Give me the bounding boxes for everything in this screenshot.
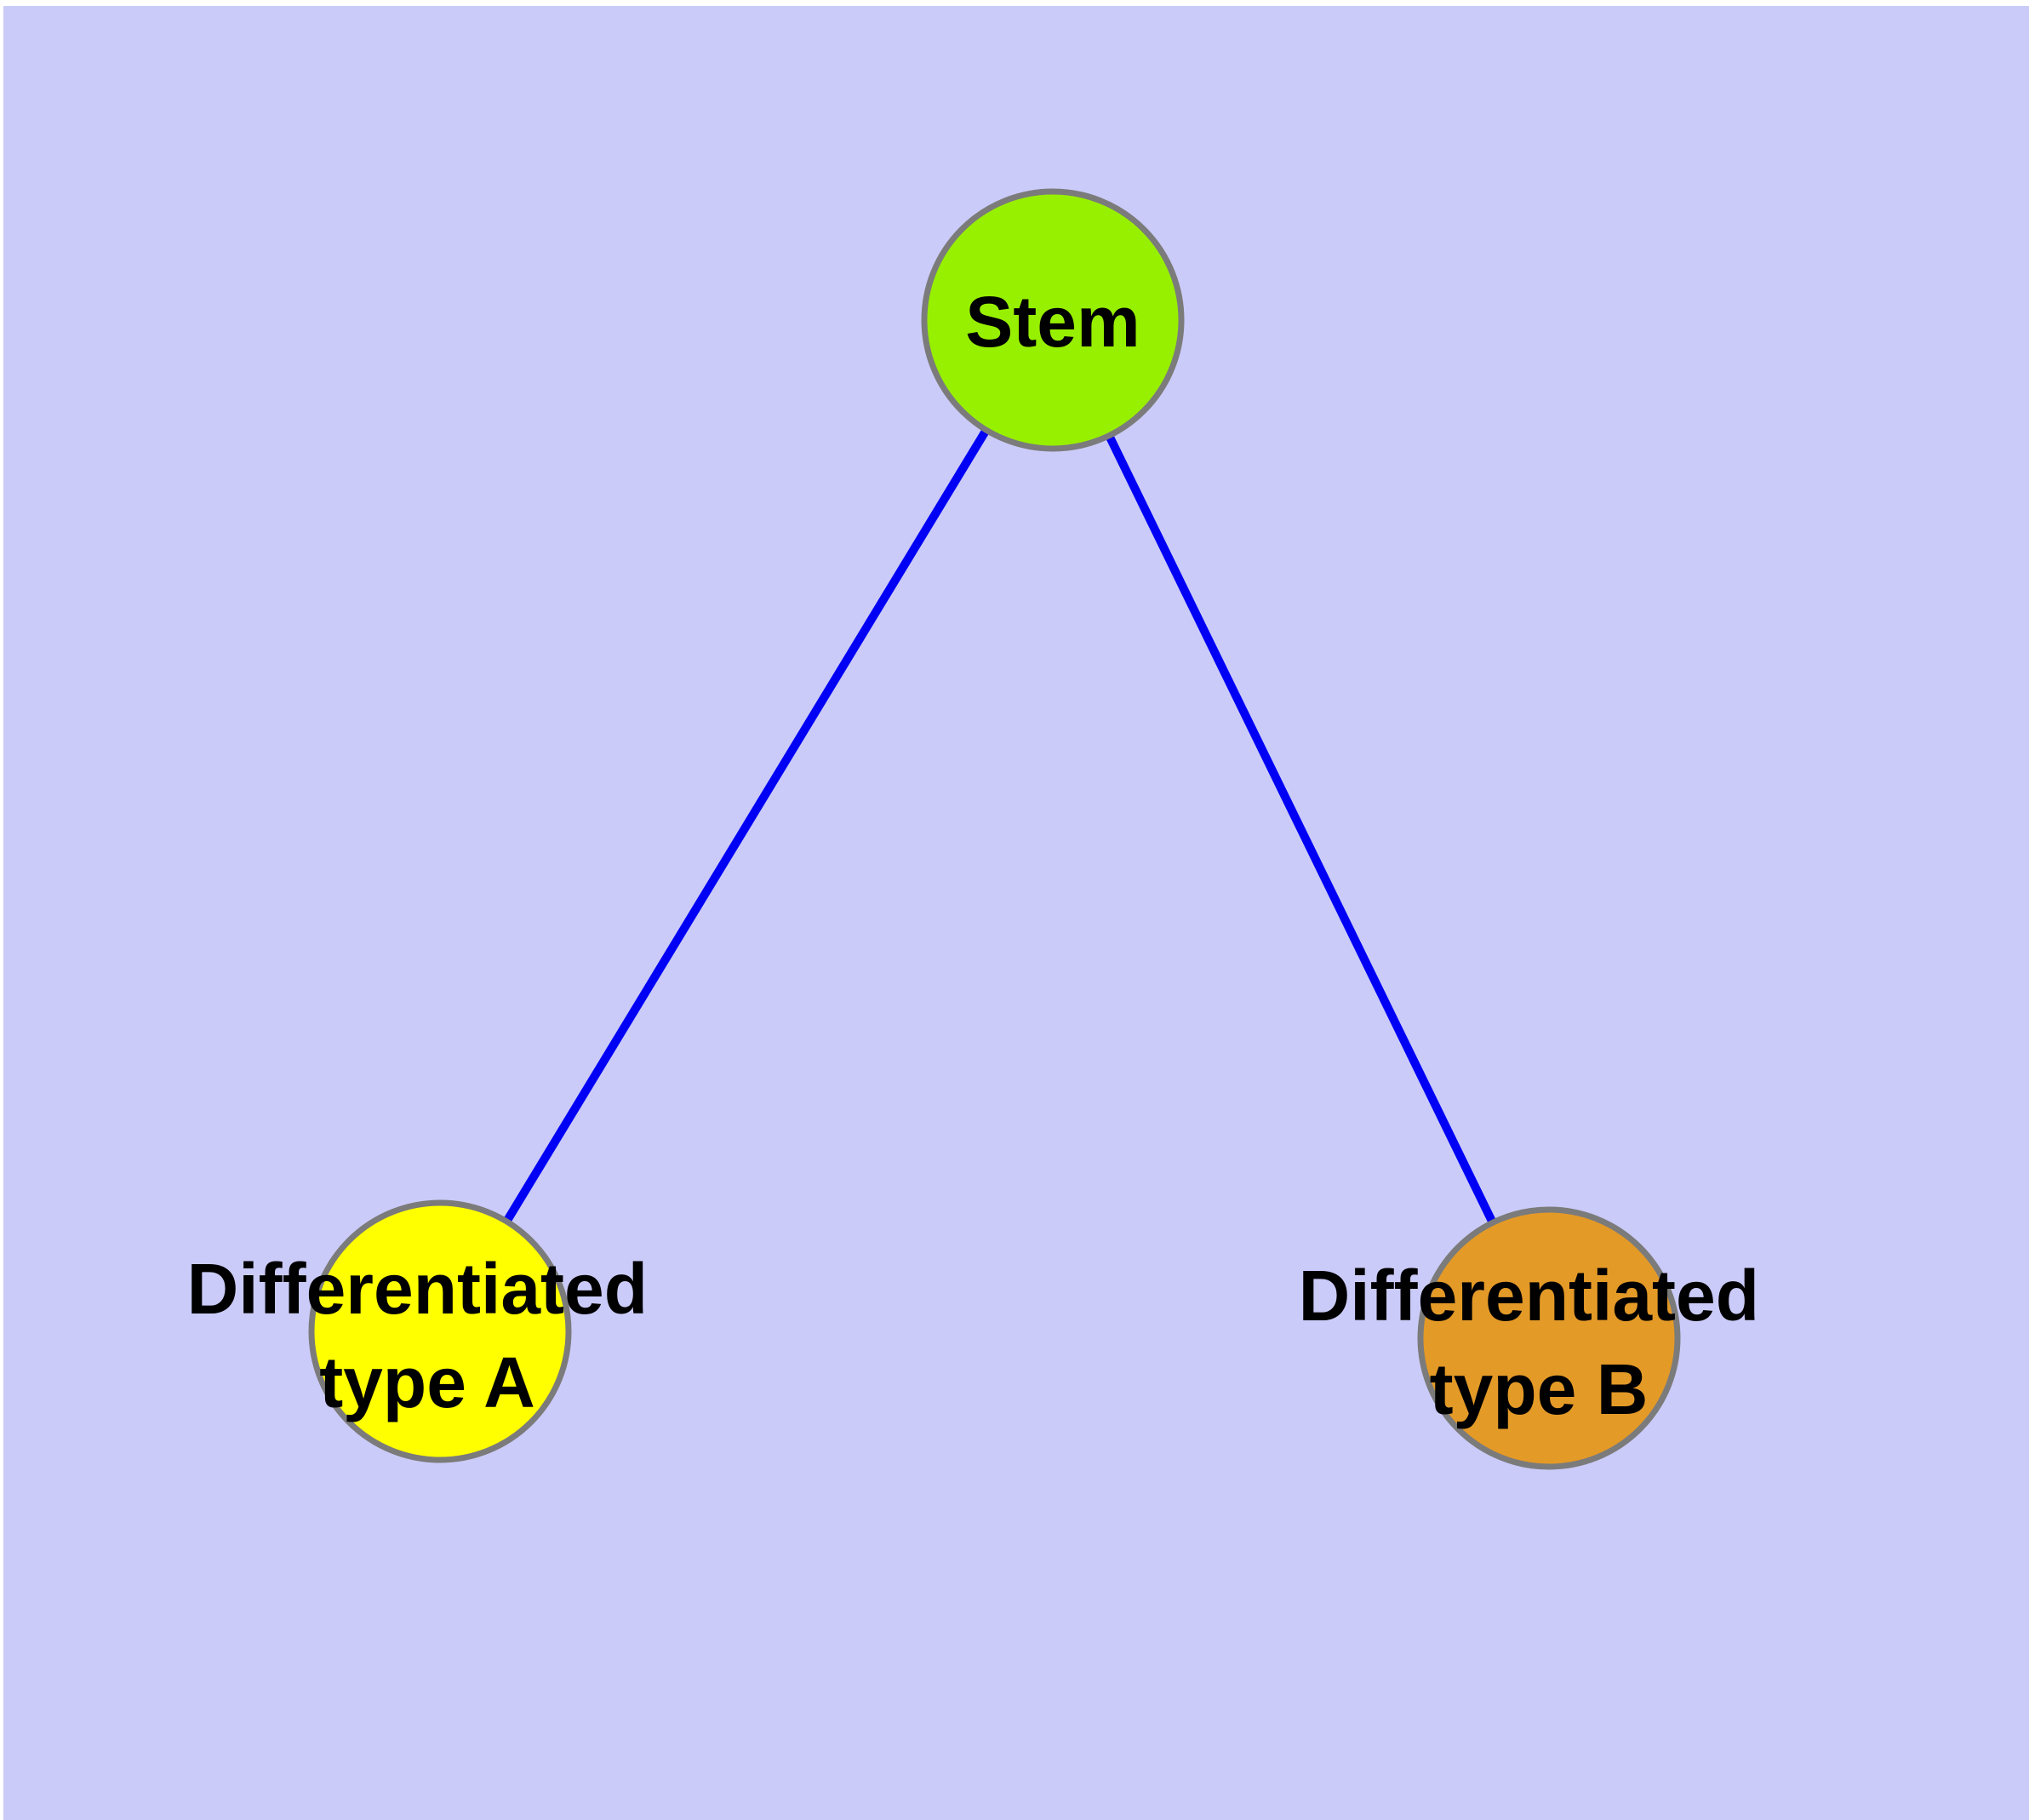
- node-type-a-label-line2: type A: [319, 1342, 535, 1422]
- node-type-a-label-line1: Differentiated: [187, 1249, 648, 1329]
- node-stem-label: Stem: [965, 282, 1140, 362]
- edge-group: [436, 318, 1553, 1341]
- node-type-a: Differentiated type A: [187, 1199, 668, 1463]
- node-type-a-circle: [308, 1199, 572, 1463]
- node-type-b-circle: [1417, 1206, 1681, 1470]
- node-type-b: Differentiated type B: [1299, 1206, 1780, 1470]
- node-type-b-label: Differentiated type B: [1299, 1256, 1780, 1429]
- node-type-b-label-line2: type B: [1430, 1349, 1649, 1429]
- node-stem-circle: [921, 188, 1185, 452]
- node-type-a-label: Differentiated type A: [187, 1249, 668, 1422]
- node-type-b-label-line1: Differentiated: [1299, 1256, 1759, 1336]
- node-stem: Stem: [921, 188, 1185, 452]
- edge-stem-to-type-a: [436, 318, 1057, 1334]
- edge-stem-to-type-b: [1049, 318, 1553, 1341]
